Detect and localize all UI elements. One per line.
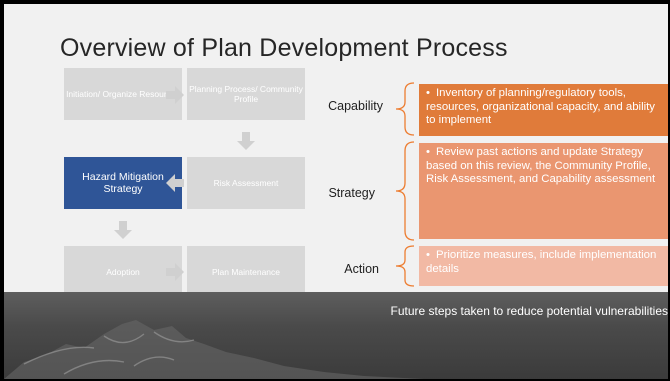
process-box-planning-process: Planning Process/ Community Profile <box>187 68 305 120</box>
process-box-label: Adoption <box>106 267 140 277</box>
process-box-label: Planning Process/ Community Profile <box>189 84 303 104</box>
detail-box-strategy: •Review past actions and update Strategy… <box>419 143 668 239</box>
step-label-capability: Capability <box>328 99 383 113</box>
arrow-right-icon <box>166 86 184 104</box>
process-box-plan-maintenance: Plan Maintenance <box>187 246 305 298</box>
detail-text: Inventory of planning/regulatory tools, … <box>426 87 655 127</box>
step-label-strategy: Strategy <box>328 186 375 200</box>
process-box-adoption: Adoption <box>64 246 182 298</box>
process-box-label: Plan Maintenance <box>211 267 281 277</box>
step-label-action: Action <box>344 262 379 276</box>
arrow-right-icon <box>166 263 184 281</box>
process-box-initiation: Initiation/ Organize Resources <box>64 68 182 120</box>
bullet: • <box>426 146 430 158</box>
process-box-label: Risk Assessment <box>213 178 279 188</box>
detail-text: Prioritize measures, include implementat… <box>426 249 657 275</box>
bullet: • <box>426 249 430 261</box>
mountain-illustration <box>4 320 424 379</box>
arrow-left-icon <box>166 174 184 192</box>
arrow-down-icon <box>237 132 255 150</box>
process-box-risk-assessment: Risk Assessment <box>187 157 305 209</box>
process-box-label: Hazard Mitigation Strategy <box>82 170 164 196</box>
slide-title: Overview of Plan Development Process <box>60 34 508 62</box>
brace-icon <box>395 82 415 136</box>
process-box-label: Initiation/ Organize Resources <box>66 89 180 99</box>
detail-text: Review past actions and update Strategy … <box>426 146 656 186</box>
detail-box-capability: •Inventory of planning/regulatory tools,… <box>419 84 668 136</box>
arrow-down-icon <box>114 221 132 239</box>
slide: Overview of Plan Development Process Ini… <box>4 4 668 379</box>
detail-box-action: •Prioritize measures, include implementa… <box>419 246 668 286</box>
process-box-hazard-mitigation-strategy: Hazard Mitigation Strategy <box>64 157 182 209</box>
brace-icon <box>395 141 415 241</box>
footer-text: Future steps taken to reduce potential v… <box>390 304 669 318</box>
brace-icon <box>395 245 415 287</box>
bullet: • <box>426 87 430 99</box>
